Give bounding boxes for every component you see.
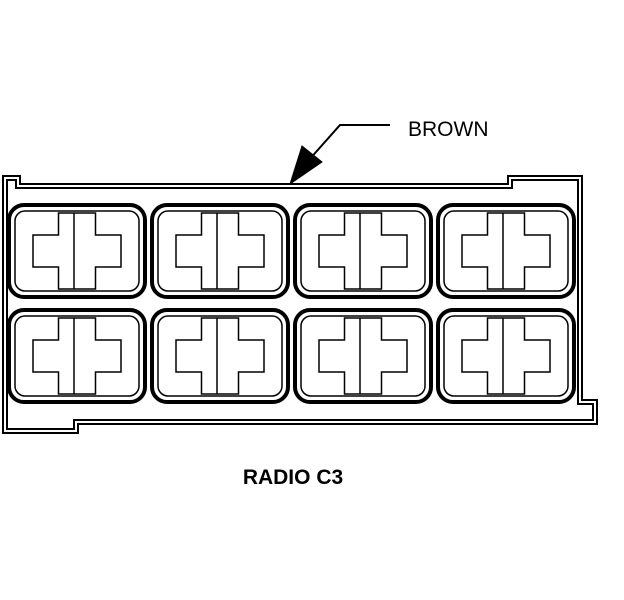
wire-color-label: BROWN <box>408 118 489 141</box>
cavity <box>436 203 576 299</box>
cavity-outer-frame <box>293 203 433 299</box>
cavity-outer-frame <box>293 308 433 404</box>
terminal-cross <box>318 212 408 290</box>
cavity-inner-frame <box>157 210 283 292</box>
cavity <box>150 308 290 404</box>
cavity-inner-frame <box>300 315 426 397</box>
cavity <box>7 203 147 299</box>
cavity-outer-frame <box>150 308 290 404</box>
connector-housing-outer <box>2 175 598 434</box>
cavity-inner-frame <box>300 210 426 292</box>
cavity <box>150 203 290 299</box>
terminal-cross <box>461 317 551 395</box>
cavity-outer-frame <box>7 308 147 404</box>
cavity-outer-frame <box>150 203 290 299</box>
connector-title: RADIO C3 <box>243 466 343 489</box>
cavity <box>436 308 576 404</box>
terminal-cross <box>318 317 408 395</box>
terminal-cross <box>32 317 122 395</box>
cavity-inner-frame <box>14 315 140 397</box>
terminal-cross <box>461 212 551 290</box>
cavity <box>293 308 433 404</box>
callout-arrowhead <box>289 145 323 186</box>
cavity-inner-frame <box>443 315 569 397</box>
cavity-outer-frame <box>436 203 576 299</box>
terminal-cross <box>32 212 122 290</box>
terminal-cross <box>175 212 265 290</box>
cavity-inner-frame <box>443 210 569 292</box>
cavity-inner-frame <box>157 315 283 397</box>
terminal-cross <box>175 317 265 395</box>
cavity-outer-frame <box>7 203 147 299</box>
cavity <box>293 203 433 299</box>
connector-housing-inner <box>6 179 594 430</box>
cavity <box>7 308 147 404</box>
cavity-grid <box>7 203 576 404</box>
cavity-inner-frame <box>14 210 140 292</box>
cavity-outer-frame <box>436 308 576 404</box>
